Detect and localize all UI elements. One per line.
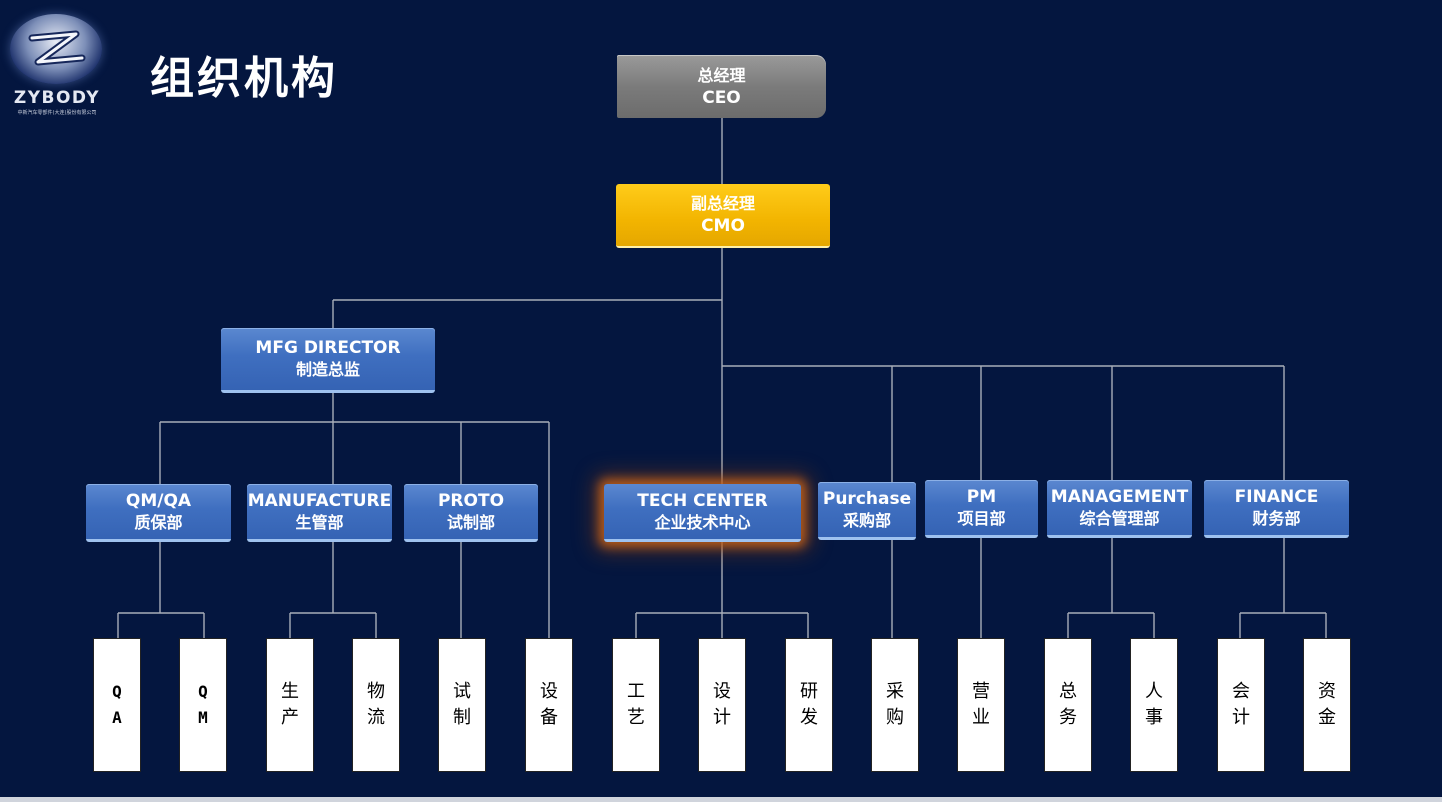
logo-wordmark: ZYBODY bbox=[13, 88, 101, 108]
node-dept-purchase-zh: 采购部 bbox=[842, 510, 891, 530]
node-dept-finance-en: FINANCE bbox=[1234, 486, 1319, 507]
unit-general-affairs-char-2: 务 bbox=[1059, 707, 1077, 728]
node-dept-manufacture: MANUFACTURE 生管部 bbox=[247, 484, 392, 542]
node-cmo-en: CMO bbox=[701, 216, 745, 236]
unit-sales-char-2: 业 bbox=[972, 707, 990, 728]
node-ceo: 总经理 CEO bbox=[617, 55, 826, 118]
node-ceo-en: CEO bbox=[702, 87, 741, 108]
unit-qa-char-1: Q bbox=[112, 682, 122, 701]
unit-accounting: 会 计 bbox=[1217, 638, 1265, 772]
unit-process-char-2: 艺 bbox=[627, 707, 645, 728]
unit-trial-production-char-1: 试 bbox=[453, 681, 471, 702]
node-cmo-zh: 副总经理 bbox=[690, 194, 755, 213]
unit-production-char-2: 产 bbox=[281, 707, 299, 728]
unit-sales-char-1: 营 bbox=[972, 681, 990, 702]
unit-procurement-char-2: 购 bbox=[886, 707, 904, 728]
node-dept-proto-zh: 试制部 bbox=[446, 512, 495, 532]
page-title: 组织机构 bbox=[150, 53, 338, 104]
unit-trial-production: 试 制 bbox=[438, 638, 486, 772]
unit-qm: Q M bbox=[179, 638, 227, 772]
node-dept-management-en: MANAGEMENT bbox=[1050, 486, 1189, 507]
unit-hr-char-1: 人 bbox=[1145, 681, 1163, 702]
node-dept-qmqa-en: QM/QA bbox=[125, 490, 192, 511]
company-logo: ZYBODY 中新汽车零部件(大连)股份有限公司 bbox=[0, 8, 126, 126]
unit-accounting-char-2: 计 bbox=[1232, 707, 1250, 728]
bottom-divider bbox=[0, 797, 1442, 802]
node-ceo-zh: 总经理 bbox=[697, 65, 746, 85]
unit-rnd-char-1: 研 bbox=[800, 681, 818, 702]
node-dept-finance: FINANCE 财务部 bbox=[1204, 480, 1349, 538]
node-dept-proto-en: PROTO bbox=[437, 490, 505, 511]
zybody-emblem-icon bbox=[10, 14, 102, 84]
unit-funds-char-1: 资 bbox=[1318, 681, 1336, 702]
node-dept-tech-center: TECH CENTER 企业技术中心 bbox=[604, 484, 801, 542]
unit-design-char-2: 计 bbox=[713, 707, 731, 728]
unit-general-affairs-char-1: 总 bbox=[1059, 681, 1077, 702]
unit-design: 设 计 bbox=[698, 638, 746, 772]
unit-procurement: 采 购 bbox=[871, 638, 919, 772]
node-mfg-director-zh: 制造总监 bbox=[295, 360, 360, 379]
unit-accounting-char-1: 会 bbox=[1232, 681, 1250, 702]
node-dept-tech-center-en: TECH CENTER bbox=[637, 490, 768, 511]
node-dept-qmqa: QM/QA 质保部 bbox=[86, 484, 231, 542]
node-dept-tech-center-zh: 企业技术中心 bbox=[654, 512, 751, 532]
node-dept-purchase-en: Purchase bbox=[822, 488, 912, 509]
node-dept-proto: PROTO 试制部 bbox=[404, 484, 538, 542]
node-dept-pm-zh: 项目部 bbox=[957, 508, 1006, 528]
unit-trial-production-char-2: 制 bbox=[453, 707, 471, 728]
unit-hr-char-2: 事 bbox=[1145, 707, 1163, 728]
unit-rnd-char-2: 发 bbox=[800, 707, 818, 728]
unit-funds-char-2: 金 bbox=[1318, 707, 1336, 728]
unit-qa: Q A bbox=[93, 638, 141, 772]
node-dept-purchase: Purchase 采购部 bbox=[818, 482, 916, 540]
logo-company-name: 中新汽车零部件(大连)股份有限公司 bbox=[17, 110, 97, 116]
unit-production: 生 产 bbox=[266, 638, 314, 772]
unit-hr: 人 事 bbox=[1130, 638, 1178, 772]
unit-equipment-char-2: 备 bbox=[540, 707, 558, 728]
unit-equipment: 设 备 bbox=[525, 638, 573, 772]
unit-production-char-1: 生 bbox=[281, 681, 299, 702]
unit-logistics-char-2: 流 bbox=[367, 707, 385, 728]
node-dept-finance-zh: 财务部 bbox=[1252, 508, 1301, 528]
unit-logistics-char-1: 物 bbox=[367, 681, 385, 702]
node-cmo: 副总经理 CMO bbox=[616, 184, 830, 248]
node-dept-pm: PM 项目部 bbox=[925, 480, 1038, 538]
unit-design-char-1: 设 bbox=[713, 681, 731, 702]
node-dept-management: MANAGEMENT 综合管理部 bbox=[1047, 480, 1192, 538]
unit-qm-char-1: Q bbox=[198, 682, 208, 701]
unit-rnd: 研 发 bbox=[785, 638, 833, 772]
node-dept-manufacture-en: MANUFACTURE bbox=[247, 490, 392, 511]
node-dept-manufacture-zh: 生管部 bbox=[295, 512, 344, 532]
node-dept-pm-en: PM bbox=[966, 486, 997, 507]
unit-general-affairs: 总 务 bbox=[1044, 638, 1092, 772]
unit-qm-char-2: M bbox=[198, 708, 208, 727]
unit-process: 工 艺 bbox=[612, 638, 660, 772]
unit-sales: 营 业 bbox=[957, 638, 1005, 772]
unit-procurement-char-1: 采 bbox=[886, 681, 904, 702]
unit-process-char-1: 工 bbox=[627, 681, 645, 702]
node-dept-management-zh: 综合管理部 bbox=[1079, 508, 1160, 528]
unit-qa-char-2: A bbox=[112, 708, 122, 727]
unit-equipment-char-1: 设 bbox=[540, 681, 558, 702]
node-dept-qmqa-zh: 质保部 bbox=[134, 512, 183, 532]
unit-funds: 资 金 bbox=[1303, 638, 1351, 772]
node-mfg-director: MFG DIRECTOR 制造总监 bbox=[221, 328, 435, 393]
unit-logistics: 物 流 bbox=[352, 638, 400, 772]
node-mfg-director-en: MFG DIRECTOR bbox=[255, 338, 401, 358]
